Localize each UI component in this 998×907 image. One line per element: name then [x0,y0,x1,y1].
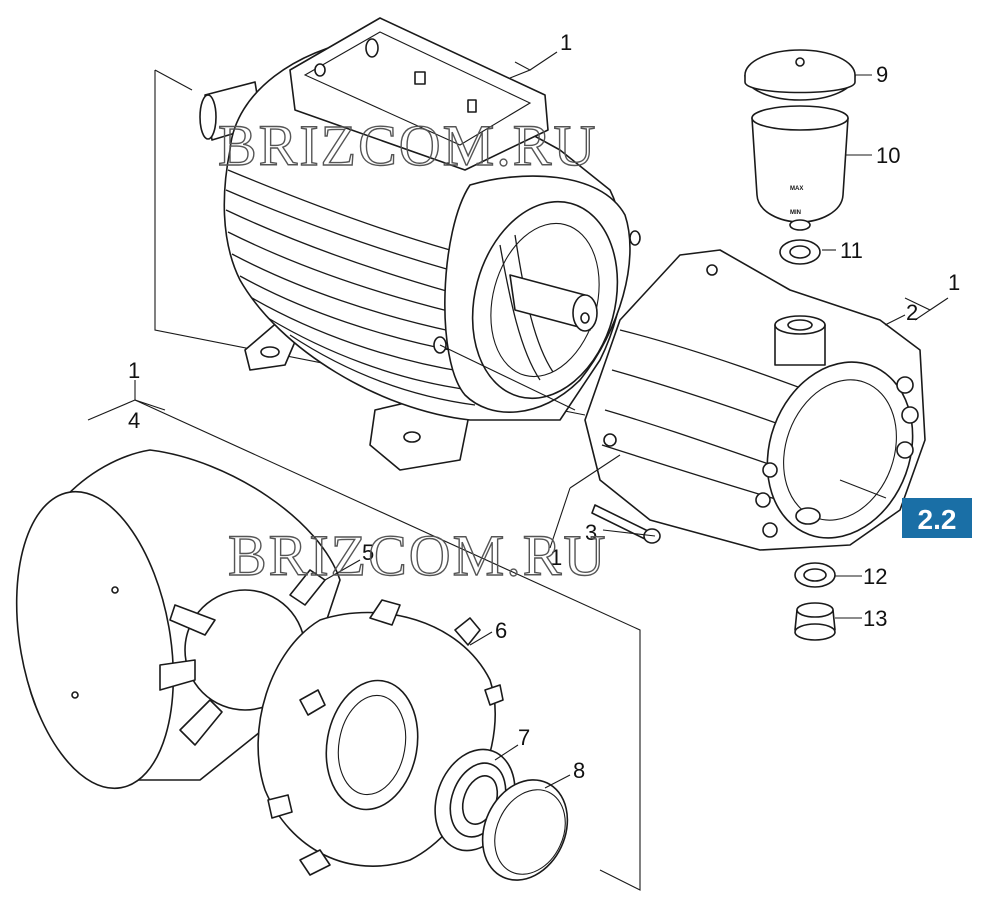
callout-1-right: 1 [948,270,960,295]
callout-12: 12 [863,564,887,589]
motor-housing [199,17,641,471]
callout-9: 9 [876,62,888,87]
callout-3: 3 [585,520,597,545]
callout-7: 7 [518,725,530,750]
callout-1-mid: 1 [550,545,562,570]
seal-ring [481,779,569,881]
section-badge-label: 2.2 [918,504,957,535]
watermark-middle: BRIZCOM.RU [228,523,607,588]
max-mark: MAX [790,186,803,192]
callout-8: 8 [573,758,585,783]
callout-4: 4 [128,408,140,433]
seal-and-plug [794,562,836,641]
section-badge: 2.2 [902,498,972,538]
callout-1-left: 1 [128,358,140,383]
pump-housing [584,249,926,551]
callout-2: 2 [906,300,918,325]
leader-lines [134,51,949,789]
oil-reservoir-parts: MAX MIN [744,49,856,265]
callout-13: 13 [863,606,887,631]
callout-6: 6 [495,618,507,643]
callout-1-top: 1 [560,30,572,55]
callout-5: 5 [362,540,374,565]
watermark-top: BRIZCOM.RU [218,113,597,178]
watermarks: BRIZCOM.RU BRIZCOM.RU [217,112,607,588]
callout-11: 11 [840,238,863,263]
callout-numbers: 1 9 10 11 1 2 1 4 3 1 5 6 7 8 12 13 [128,30,960,783]
min-mark: MIN [790,210,801,216]
callout-10: 10 [876,143,900,168]
